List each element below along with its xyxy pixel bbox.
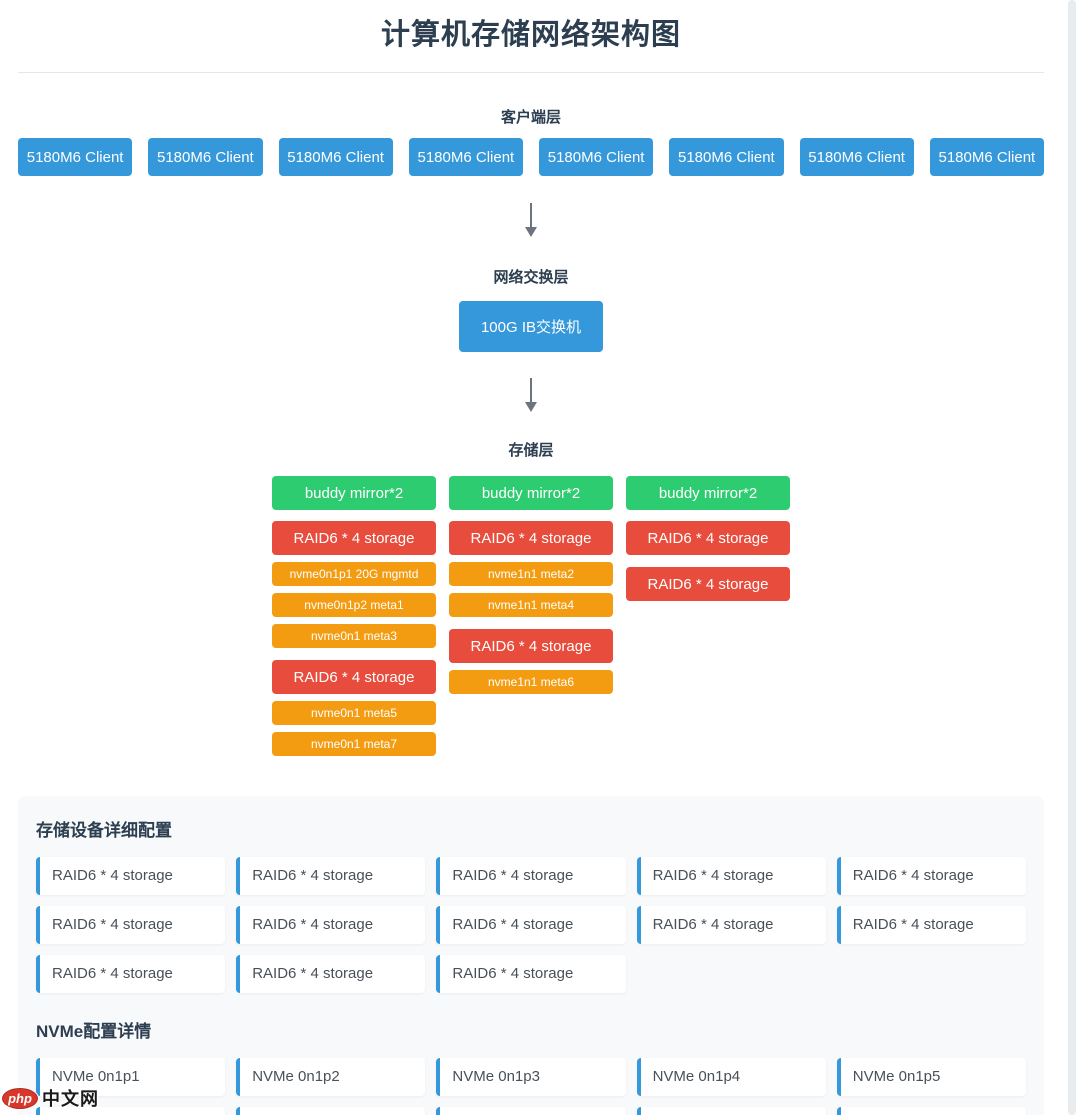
storage-config-card: RAID6 * 4 storage (436, 857, 626, 895)
nvme-config-header: NVMe配置详情 (36, 1022, 152, 1041)
storage-config-card: RAID6 * 4 storage (836, 857, 1026, 895)
down-arrow-icon (18, 377, 1044, 413)
storage-config-card: RAID6 * 4 storage (36, 906, 226, 944)
nvme-config-card: NVMe 0n1p9 (636, 1107, 826, 1115)
nvme-config-card: NVMe 0n1p10 (836, 1107, 1026, 1115)
storage-column-2: buddy mirror*2 RAID6 * 4 storage nvme1n1… (449, 476, 613, 756)
storage-config-card: RAID6 * 4 storage (236, 857, 426, 895)
storage-node: nvme0n1p1 20G mgmtd (272, 562, 436, 586)
client-node: 5180M6 Client (929, 138, 1044, 176)
client-node: 5180M6 Client (148, 138, 263, 176)
client-node: 5180M6 Client (799, 138, 914, 176)
client-layer-label: 客户端层 (500, 109, 561, 126)
storage-config-card: RAID6 * 4 storage (236, 955, 426, 993)
client-node: 5180M6 Client (669, 138, 784, 176)
switch-layer-label: 网络交换层 (493, 269, 569, 286)
storage-node: RAID6 * 4 storage (272, 660, 436, 694)
storage-config-card: RAID6 * 4 storage (436, 906, 626, 944)
switch-layer-row: 100G IB交换机 (18, 301, 1044, 352)
storage-config-card: RAID6 * 4 storage (236, 906, 426, 944)
storage-node: RAID6 * 4 storage (626, 567, 790, 601)
nvme-config-grid: NVMe 0n1p1 NVMe 0n1p2 NVMe 0n1p3 NVMe 0n… (36, 1058, 1026, 1115)
nvme-config-card: NVMe 0n1p1 (36, 1058, 226, 1096)
storage-config-card: RAID6 * 4 storage (636, 906, 826, 944)
storage-node: nvme1n1 meta6 (449, 670, 613, 694)
client-layer-row: 5180M6 Client 5180M6 Client 5180M6 Clien… (18, 138, 1044, 176)
site-logo-text: 中文网 (42, 1089, 99, 1109)
nvme-config-card: NVMe 0n1p7 (236, 1107, 426, 1115)
storage-node: nvme0n1 meta7 (272, 732, 436, 756)
nvme-config-card: NVMe 0n1p5 (836, 1058, 1026, 1096)
storage-config-card: RAID6 * 4 storage (36, 857, 226, 895)
storage-config-grid: RAID6 * 4 storage RAID6 * 4 storage RAID… (36, 857, 1026, 993)
client-node: 5180M6 Client (18, 138, 133, 176)
storage-layer-label: 存储层 (508, 442, 554, 459)
nvme-config-card: NVMe 0n1p6 (36, 1107, 226, 1115)
storage-column-1: buddy mirror*2 RAID6 * 4 storage nvme0n1… (272, 476, 436, 756)
storage-config-card: RAID6 * 4 storage (636, 857, 826, 895)
storage-config-header: 存储设备详细配置 (36, 821, 172, 840)
storage-config-card: RAID6 * 4 storage (836, 906, 1026, 944)
page-content: 计算机存储网络架构图 客户端层 5180M6 Client 5180M6 Cli… (18, 0, 1044, 1115)
storage-node: nvme0n1 meta5 (272, 701, 436, 725)
storage-node: buddy mirror*2 (626, 476, 790, 510)
storage-node: RAID6 * 4 storage (272, 521, 436, 555)
nvme-config-card: NVMe 0n1p2 (236, 1058, 426, 1096)
page-title: 计算机存储网络架构图 (380, 19, 681, 51)
site-logo[interactable]: php 中文网 (2, 1085, 99, 1111)
storage-node: nvme1n1 meta2 (449, 562, 613, 586)
client-node: 5180M6 Client (539, 138, 654, 176)
storage-node: RAID6 * 4 storage (626, 521, 790, 555)
storage-node: nvme0n1p2 meta1 (272, 593, 436, 617)
nvme-config-card: NVMe 0n1p4 (636, 1058, 826, 1096)
storage-node: nvme0n1 meta3 (272, 624, 436, 648)
client-node: 5180M6 Client (408, 138, 523, 176)
nvme-config-card: NVMe 0n1p8 (436, 1107, 626, 1115)
storage-layer-columns: buddy mirror*2 RAID6 * 4 storage nvme0n1… (18, 476, 1044, 756)
nvme-config-card: NVMe 0n1p3 (436, 1058, 626, 1096)
storage-column-3: buddy mirror*2 RAID6 * 4 storage RAID6 *… (626, 476, 790, 756)
storage-node: buddy mirror*2 (449, 476, 613, 510)
storage-node: buddy mirror*2 (272, 476, 436, 510)
storage-config-card: RAID6 * 4 storage (36, 955, 226, 993)
down-arrow-icon (18, 202, 1044, 238)
storage-config-card: RAID6 * 4 storage (436, 955, 626, 993)
details-panel: 存储设备详细配置 RAID6 * 4 storage RAID6 * 4 sto… (18, 796, 1044, 1115)
storage-node: RAID6 * 4 storage (449, 521, 613, 555)
client-node: 5180M6 Client (278, 138, 393, 176)
title-divider (18, 72, 1044, 73)
scrollbar-track[interactable] (1068, 0, 1076, 1115)
storage-node: RAID6 * 4 storage (449, 629, 613, 663)
storage-node: nvme1n1 meta4 (449, 593, 613, 617)
ib-switch-node: 100G IB交换机 (458, 301, 604, 352)
php-logo-badge: php (2, 1087, 38, 1109)
